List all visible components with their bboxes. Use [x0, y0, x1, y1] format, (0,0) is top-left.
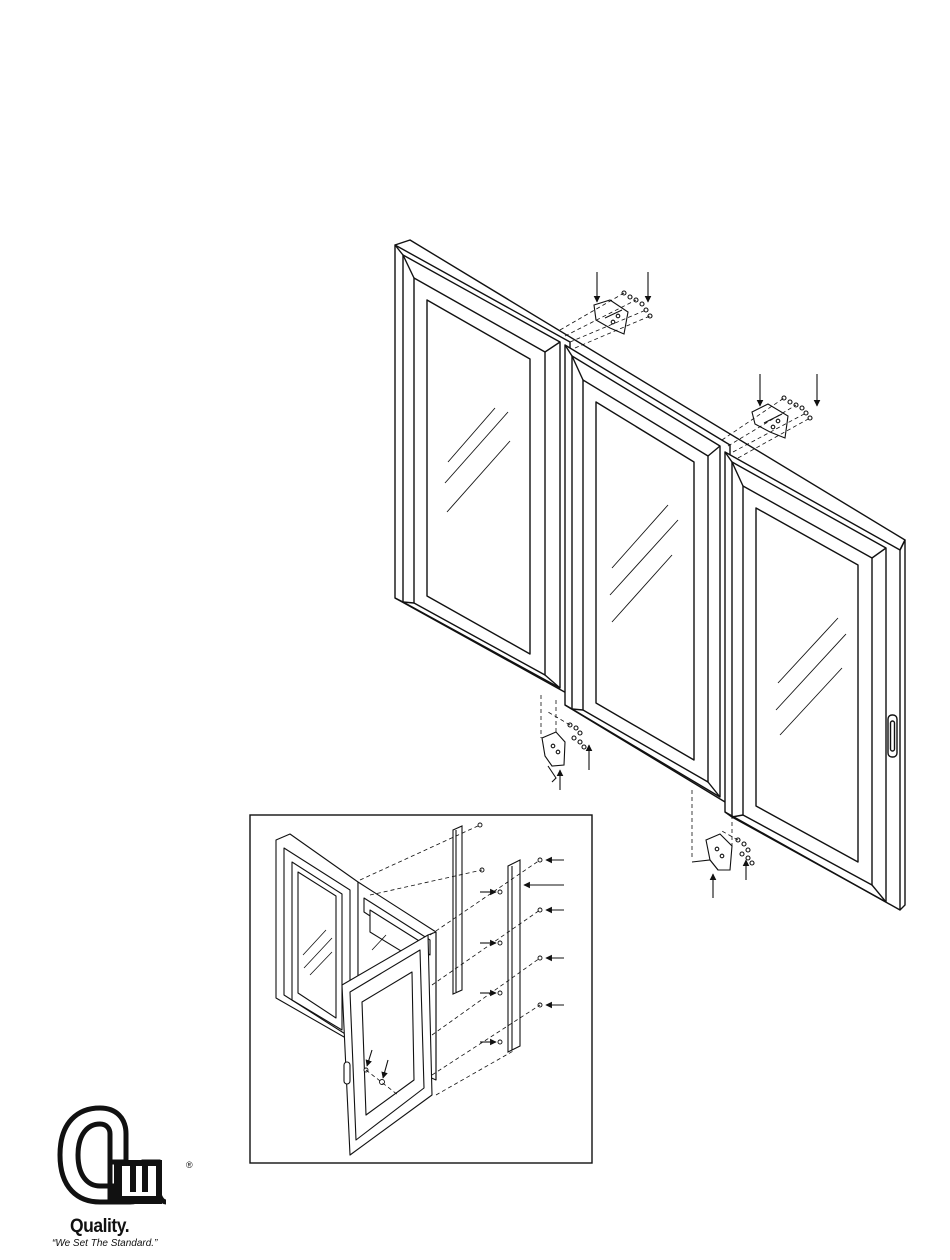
- hinge-screws: [568, 723, 586, 749]
- door-panel-middle: [565, 345, 730, 805]
- inset-hinge-rail-1: [453, 826, 462, 994]
- brand-tagline: “We Set The Standard.”: [52, 1238, 157, 1249]
- brand-block: ® Quality. “We Set The Standard.”: [48, 1100, 208, 1260]
- bottom-hinge-right: [692, 834, 754, 870]
- inset-detail: [250, 815, 592, 1163]
- door-frame-assembly: [395, 240, 905, 910]
- top-hinge-right: [752, 396, 812, 438]
- inset-door-handle: [344, 1062, 350, 1084]
- cw-logo-icon: [48, 1100, 168, 1210]
- bottom-hinge-left: [542, 723, 586, 782]
- door-panel-left: [395, 245, 570, 695]
- quality-label: Quality.: [70, 1216, 129, 1238]
- inset-hinge-rail-2: [508, 860, 520, 1052]
- registered-mark: ®: [186, 1160, 193, 1170]
- hinge-screws: [736, 838, 754, 865]
